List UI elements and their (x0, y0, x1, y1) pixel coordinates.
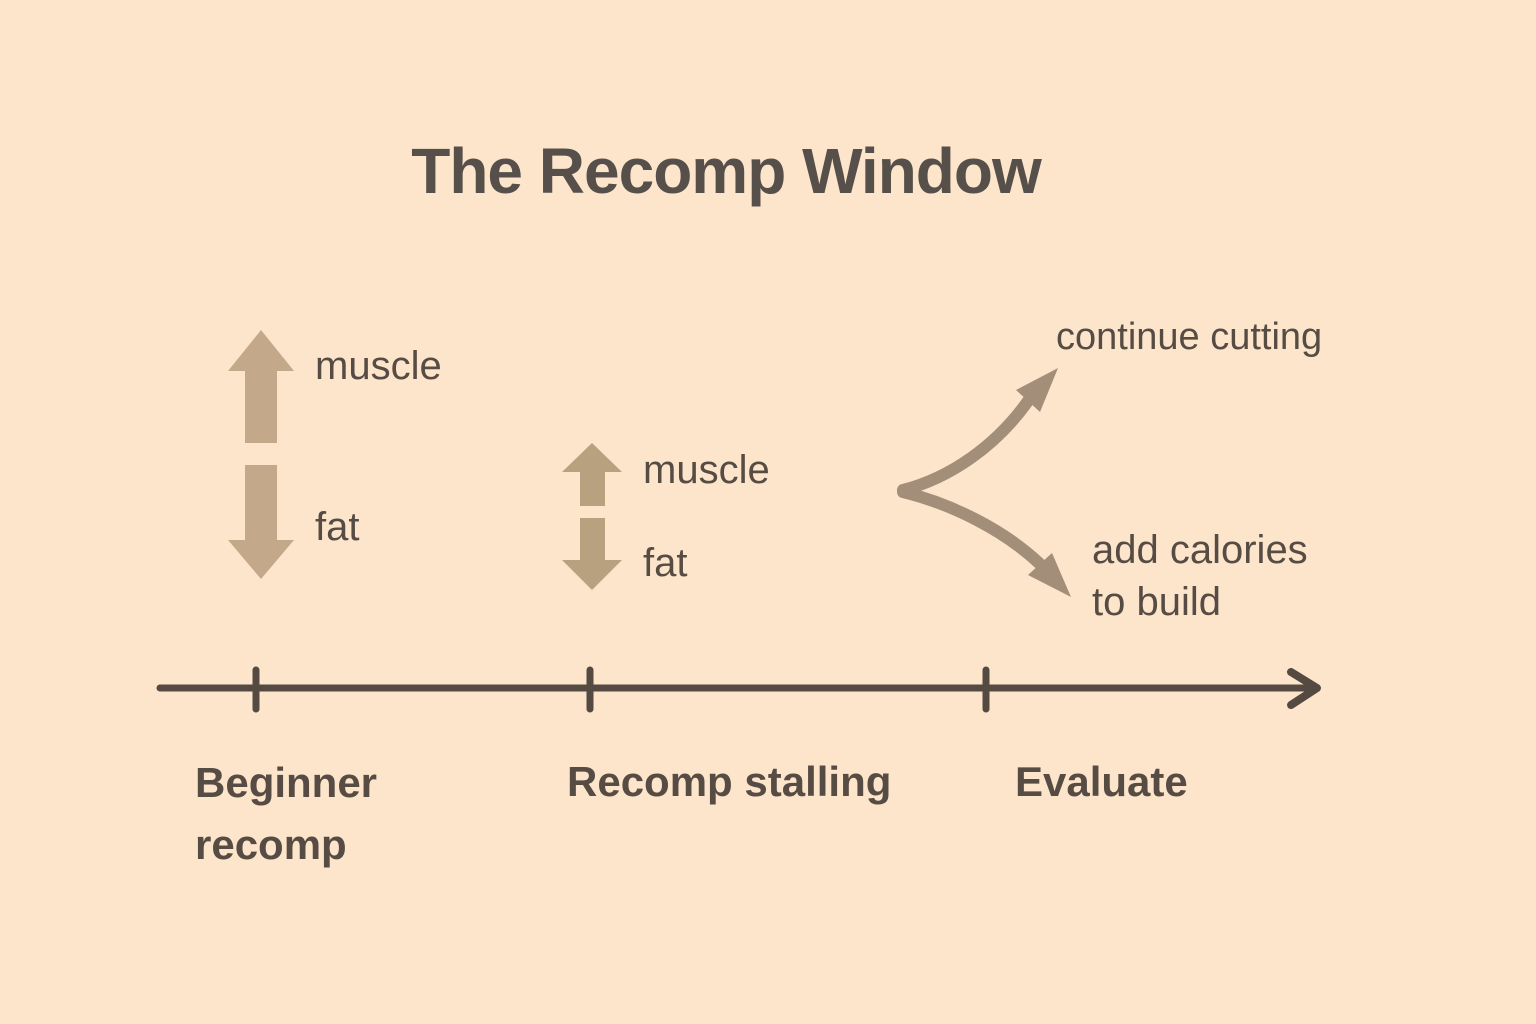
stalling-arrows (562, 443, 622, 590)
stage-label-beginner-recomp: Beginner recomp (195, 752, 377, 876)
muscle-up-arrow-icon (228, 330, 294, 443)
stage-label-recomp-stalling: Recomp stalling (567, 758, 892, 805)
fat-down-arrow-icon (228, 465, 294, 579)
stage-label-beginner-line1: Beginner (195, 759, 378, 806)
add-calories-line1: add calories (1092, 528, 1308, 572)
branch-down-arrowhead-icon (1028, 553, 1071, 597)
evaluate-branch-arrows (897, 368, 1071, 597)
timeline-arrowhead-icon (1287, 668, 1321, 709)
timeline-axis (156, 666, 1321, 713)
beginner-arrows (228, 330, 294, 579)
branch-down-curve (897, 486, 1046, 570)
branch-up-curve (897, 395, 1034, 496)
page-title: The Recomp Window (411, 135, 1042, 207)
branch-up-arrowhead-icon (1016, 368, 1058, 412)
stalling-fat-label: fat (643, 541, 688, 585)
fat-down-arrow-small-icon (562, 518, 622, 590)
continue-cutting-label: continue cutting (1056, 316, 1323, 359)
add-calories-label: add calories to build (1092, 524, 1308, 628)
add-calories-line2: to build (1092, 580, 1221, 624)
beginner-fat-label: fat (315, 505, 360, 549)
stalling-muscle-label: muscle (643, 448, 770, 492)
muscle-up-arrow-small-icon (562, 443, 622, 506)
stage-label-evaluate: Evaluate (1015, 758, 1188, 805)
stage-label-beginner-line2: recomp (195, 821, 347, 868)
beginner-muscle-label: muscle (315, 344, 442, 388)
